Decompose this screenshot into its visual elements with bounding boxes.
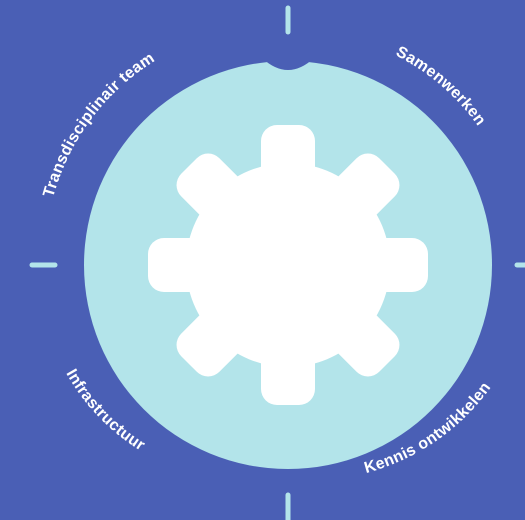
ring-notch xyxy=(262,55,314,70)
gear-icon xyxy=(148,125,428,405)
